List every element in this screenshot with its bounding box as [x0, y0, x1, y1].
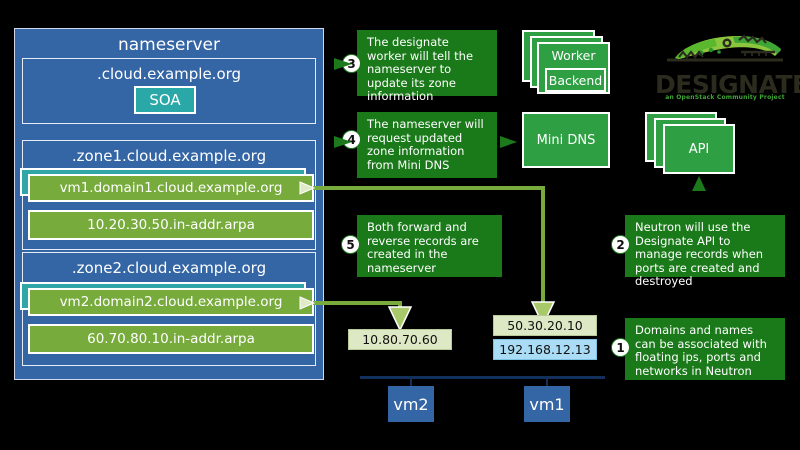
record-reverse-1: 10.20.30.50.in-addr.arpa	[28, 210, 314, 240]
arrow-callout4-left	[334, 136, 352, 148]
callout-2: Neutron will use the Designate API to ma…	[625, 215, 785, 288]
callout-2-number: 2	[611, 235, 630, 254]
record-forward-2: vm2.domain2.cloud.example.org	[28, 288, 314, 316]
backend-box: Backend	[545, 68, 606, 92]
arrowhead-vm1	[530, 301, 556, 327]
api-card: API	[663, 124, 735, 174]
zone-label-2: .zone2.cloud.example.org	[71, 259, 267, 277]
ip-floating-vm1: 50.30.20.10	[493, 315, 597, 336]
network-stub-vm2	[410, 376, 412, 386]
nameserver-title: nameserver	[117, 35, 221, 55]
connector-vm1	[313, 186, 545, 305]
arrow-callout4-right	[500, 136, 517, 148]
mini-dns-box: Mini DNS	[522, 112, 610, 168]
crocodile-icon	[667, 34, 783, 62]
callout-5: Both forward and reverse records are cre…	[357, 215, 502, 277]
arrowhead-vm2	[387, 306, 413, 332]
ip-fixed-vm1: 192.168.12.13	[493, 339, 597, 360]
callout-5-number: 5	[341, 235, 360, 254]
zone-label-root: .cloud.example.org	[96, 65, 242, 83]
callout-3: The designate worker will tell the names…	[357, 30, 497, 103]
vm-box-vm1: vm1	[524, 386, 570, 422]
callout-4: The nameserver will request updated zone…	[357, 112, 497, 178]
logo-tagline: an OpenStack Community Project	[665, 94, 785, 101]
record-reverse-2: 60.70.80.10.in-addr.arpa	[28, 324, 314, 354]
network-stub-vm1	[546, 376, 548, 386]
vm-box-vm2: vm2	[388, 386, 434, 422]
ip-floating-vm2: 10.80.70.60	[348, 329, 452, 350]
zone-label-1: .zone1.cloud.example.org	[71, 147, 267, 165]
designate-logo: DESIGNATE an OpenStack Community Project	[655, 26, 800, 104]
callout-1: Domains and names can be associated with…	[625, 318, 785, 380]
record-tail-2	[299, 296, 316, 310]
worker-card: Worker Backend	[537, 42, 610, 94]
logo-wordmark: DESIGNATE	[655, 70, 800, 99]
soa-record: SOA	[134, 86, 196, 114]
record-forward-1: vm1.domain1.cloud.example.org	[28, 174, 314, 202]
record-tail-1	[299, 181, 316, 195]
network-bar	[360, 376, 605, 379]
arrow-callout3-left	[334, 58, 352, 70]
arrow-api-up	[692, 176, 706, 191]
worker-label: Worker	[551, 48, 596, 63]
callout-1-number: 1	[611, 338, 630, 357]
connector-vm2	[313, 301, 402, 310]
